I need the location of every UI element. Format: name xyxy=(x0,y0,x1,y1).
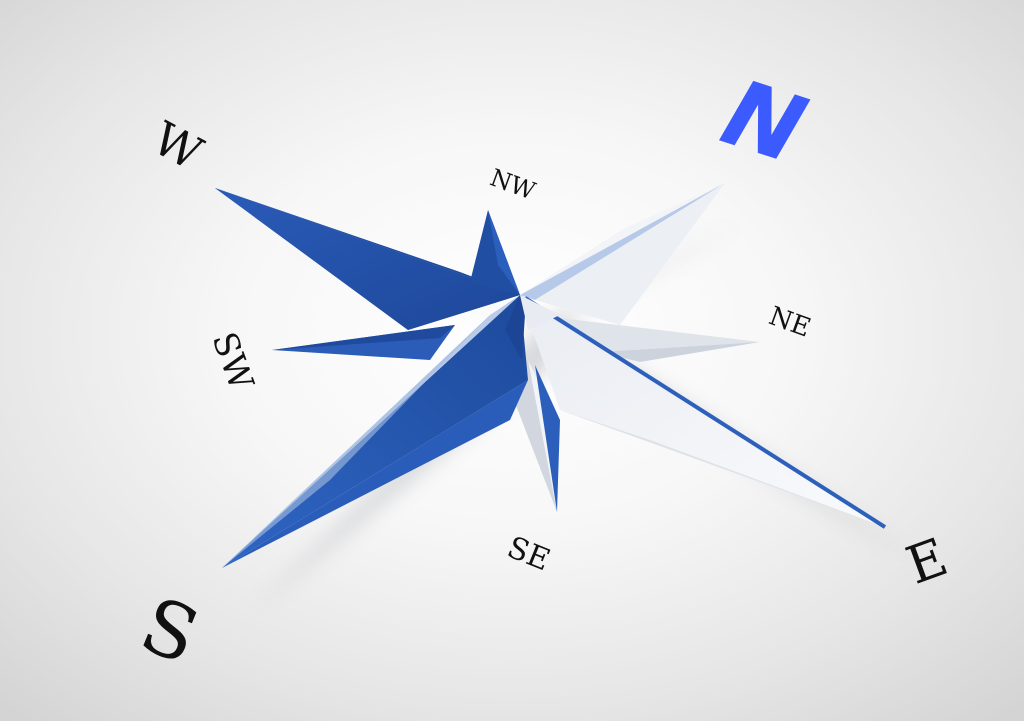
label-north: N xyxy=(700,62,828,180)
label-southwest: SW xyxy=(204,327,262,395)
southeast-point xyxy=(512,360,560,512)
rose-center xyxy=(505,295,560,360)
northeast-point xyxy=(560,318,760,362)
south-arm xyxy=(222,295,528,568)
label-northeast: NE xyxy=(765,301,814,343)
north-arm xyxy=(520,183,725,325)
label-northwest: NW xyxy=(486,164,539,206)
west-arm xyxy=(215,188,520,330)
label-east: E xyxy=(899,527,955,596)
label-south: S xyxy=(129,579,211,681)
label-southeast: SE xyxy=(502,530,554,578)
east-arm xyxy=(520,295,887,529)
label-west: W xyxy=(144,111,212,181)
northwest-point xyxy=(470,210,520,295)
southwest-point xyxy=(272,325,455,360)
